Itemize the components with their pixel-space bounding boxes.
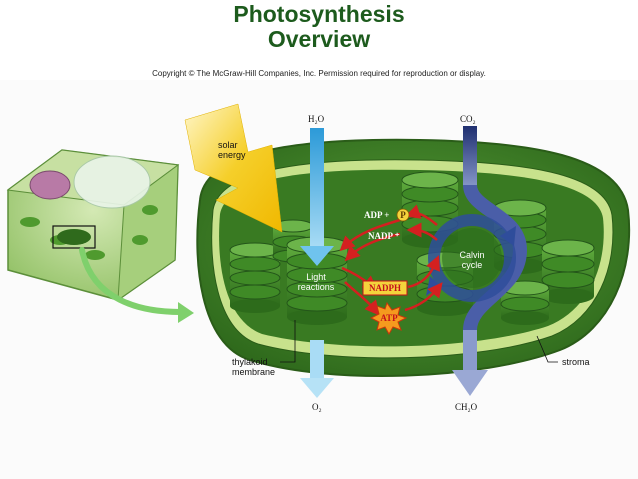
cell-vacuole [73,155,151,209]
carbohydrate-label: CH₂O [455,402,478,412]
nadp-label: NADP ⁺ [368,231,400,241]
zoom-arrow-head [178,302,194,323]
solar-label-line-2: energy [218,150,246,160]
solar-energy-arrow [184,103,283,233]
thylakoid-membrane-label: thylakoid membrane [232,357,275,377]
phosphate-badge-circle [396,208,410,222]
water-arrow [300,128,334,398]
solar-energy-label: solar energy [218,140,246,160]
copyright-notice: Copyright © The McGraw-Hill Companies, I… [152,69,486,78]
atp-label: ATP [380,313,398,323]
stroma-leader-line [536,335,558,363]
cell-nucleus [29,170,71,200]
plant-cell [6,149,180,302]
light-label-line-2: reactions [297,282,335,292]
stroma-label: stroma [562,357,590,367]
thylakoid-leader-line [280,320,296,363]
light-label-line-1: Light [306,272,326,282]
calvin-cycle-label: Calvin cycle [452,250,492,270]
co2-label: CO₂ [460,114,476,124]
atp-burst [369,301,408,336]
granum [229,242,281,313]
light-reactions-label: Light reactions [290,272,342,292]
granum [401,171,459,248]
phosphate-label: P [400,210,406,220]
solar-label-line-1: solar [218,140,238,150]
slide-title: Photosynthesis Overview [0,2,638,52]
calvin-label-line-1: Calvin [459,250,485,260]
adp-label: ADP + [364,210,390,220]
zoom-arrow [79,247,183,315]
title-line-2: Overview [267,26,371,52]
granum [286,236,348,325]
title-line-1: Photosynthesis [233,1,405,27]
calvin-label-line-2: cycle [461,260,483,270]
reaction-arrows [339,204,443,316]
oxygen-label: O₂ [312,402,322,412]
thylakoid-label-line-1: thylakoid [232,357,268,367]
co2-arrow [452,126,528,396]
thylakoid-label-line-2: membrane [232,367,276,377]
cell-chloroplast-highlight [52,225,96,249]
nadph-label: NADPH [369,283,401,293]
granum [541,239,595,304]
nadph-badge-box [362,280,408,296]
water-label: H₂O [308,114,325,124]
